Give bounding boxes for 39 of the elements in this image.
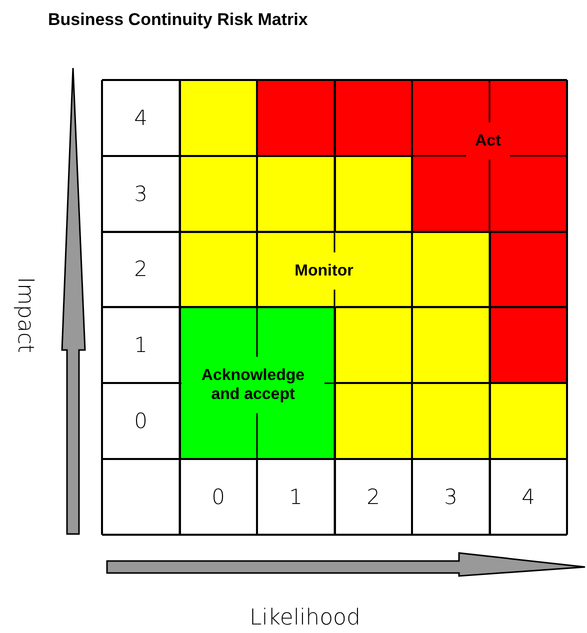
scale-number: 0 [212,484,225,509]
axis-title: Likelihood [250,606,360,630]
risk-cell [334,383,412,459]
zone-label: Monitor [294,261,354,282]
risk-cell [180,80,257,156]
title: Business Continuity Risk Matrix [48,10,308,30]
scale-number: 3 [134,182,148,206]
risk-cell [334,307,412,384]
scale-number: 1 [134,333,148,358]
scale-number: 1 [289,484,302,509]
risk-cell [180,232,257,308]
scale-number: 2 [366,484,380,509]
risk-cell [412,232,490,308]
scale-cell [334,459,412,535]
scale-cell [412,459,490,535]
zone-label: Act [474,131,502,152]
axis-title: Impact [12,276,38,354]
risk-cell [257,80,334,156]
risk-cell [412,383,490,459]
scale-cell [257,459,334,535]
risk-cell [334,80,412,156]
risk-cell [412,307,490,384]
scale-number: 0 [134,409,148,434]
scale-number: 4 [522,484,535,509]
scale-number: 3 [444,484,458,509]
zone-label: Acknowledge and accept [200,366,306,405]
risk-cell [180,156,257,232]
risk-cell [334,156,412,232]
risk-cell [490,383,567,459]
scale-cell [490,459,567,535]
risk-cell [490,232,567,308]
risk-cell [490,156,567,232]
scale-cell [102,232,180,308]
risk-cell [257,156,334,232]
scale-number: 4 [134,106,148,130]
scale-number: 2 [134,257,148,282]
scale-cell [180,459,257,535]
risk-cell [412,156,490,232]
risk-cell [490,307,567,384]
